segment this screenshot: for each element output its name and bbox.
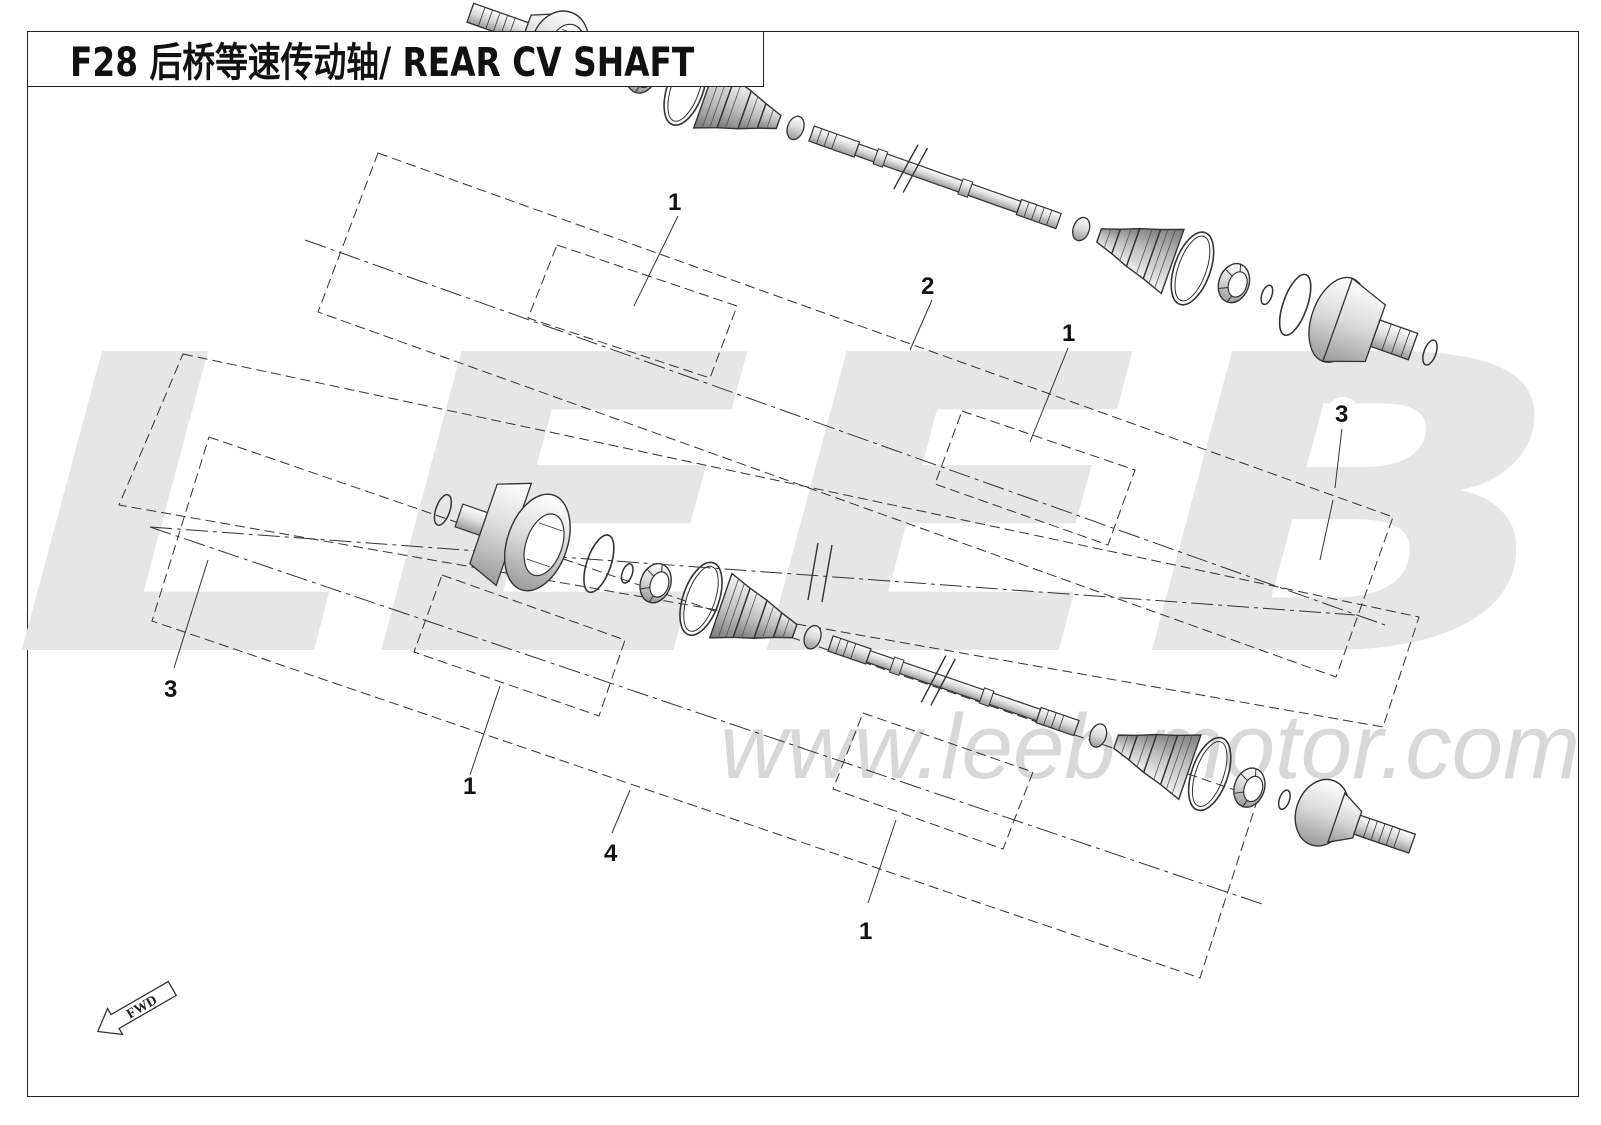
callouts: 1 1 1 1 2 3 3 4 — [164, 189, 1359, 945]
callout-shaft-lower: 4 — [604, 840, 618, 867]
lower-left-boot-clamp-small — [803, 624, 822, 650]
shaft-2-boundary — [118, 353, 1420, 728]
lower-shaft-assembly — [149, 436, 1417, 979]
callout-snap-ring-left: 3 — [164, 676, 177, 703]
lower-left-inner-joint-housing — [454, 482, 571, 592]
upper-snap-ring — [1422, 339, 1438, 366]
lower-snap-ring — [433, 493, 453, 526]
callout-snap-ring-right: 3 — [1335, 401, 1348, 428]
lower-right-boot-clamp-small — [1088, 723, 1108, 748]
middle-centerline — [149, 526, 1356, 616]
lower-circlip-1 — [620, 563, 634, 584]
watermark: LEEB www.leeb-motor.com — [10, 269, 1580, 798]
fwd-arrow-icon — [96, 980, 178, 1036]
upper-left-boot-clamp-small — [786, 115, 805, 141]
callout-backdrop — [1327, 397, 1359, 429]
callout-backdrop — [1054, 317, 1084, 347]
upper-right-boot-clamp-small — [1072, 216, 1091, 242]
lower-left-boot-kit-boundary — [413, 574, 626, 717]
lower-assembly-boundary — [151, 436, 1259, 979]
lower-axle-bar — [827, 635, 1080, 737]
diagram-frame — [27, 31, 1579, 1097]
upper-right-boot-clamp-large — [1170, 231, 1215, 306]
page-title: F28 后桥等速传动轴/ REAR CV SHAFT — [70, 40, 695, 86]
upper-centerline — [304, 239, 1386, 626]
callout-boot-kit-lower-left: 1 — [463, 773, 476, 800]
upper-seal-ring — [1278, 273, 1312, 337]
upper-right-inner-joint-housing — [1308, 276, 1419, 363]
title-box: F28 后桥等速传动轴/ REAR CV SHAFT — [27, 31, 764, 87]
leader-lines — [173, 215, 1343, 904]
forward-direction-arrow: FWD — [96, 980, 178, 1036]
upper-left-boot-kit-boundary — [527, 244, 738, 379]
callout-boot-kit-upper-right: 1 — [1062, 320, 1075, 347]
lower-right-boot-clamp-large — [1187, 736, 1232, 812]
lower-circlip-2 — [1277, 789, 1291, 811]
upper-assembly-boundary — [317, 152, 1394, 678]
upper-right-boot-kit-boundary — [934, 410, 1136, 546]
lower-right-boot-kit-boundary — [832, 712, 1034, 850]
callout-boot-kit-upper-left: 1 — [668, 189, 681, 216]
upper-circlip-2 — [1260, 284, 1274, 306]
lower-seal-ring — [583, 534, 615, 594]
lower-right-outer-joint — [1294, 778, 1417, 854]
lower-centerline — [149, 526, 1266, 906]
lower-left-boot-clamp-large — [679, 561, 723, 637]
callout-shaft-upper: 2 — [921, 273, 934, 300]
upper-axle-bar — [808, 125, 1063, 230]
callout-boot-kit-lower-right: 1 — [859, 918, 872, 945]
